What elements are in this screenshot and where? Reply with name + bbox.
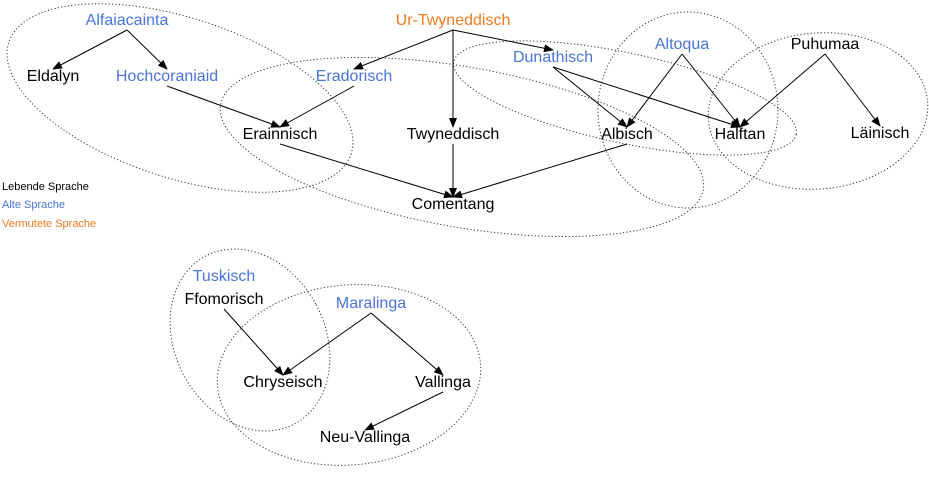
- node-halftan: Halftan: [715, 126, 766, 143]
- node-vallinga: Vallinga: [415, 374, 471, 391]
- nodes: Ur-Twyneddisch Alfaiacainta Eldalyn Hoch…: [27, 12, 910, 446]
- legend-living: Lebende Sprache: [2, 181, 89, 193]
- node-albisch: Albisch: [601, 126, 653, 143]
- node-comentang: Comentang: [412, 196, 495, 213]
- edge-albisch-to-comentang: [452, 143, 628, 199]
- node-maralinga: Maralinga: [336, 295, 406, 312]
- group-ellipse-puhumaa: [707, 32, 929, 190]
- node-lainisch: Läinisch: [851, 125, 910, 142]
- edge-puhumaa-to-halftan: [739, 53, 826, 128]
- edge-vallinga-to-neu_vallinga: [364, 391, 444, 431]
- edge-maralinga-to-chryseisch: [282, 312, 372, 376]
- node-puhumaa: Puhumaa: [791, 36, 860, 53]
- edge-hochcoraniaid-to-erainnisch: [166, 85, 281, 128]
- node-eradorisch: Eradorisch: [316, 68, 392, 85]
- node-erainnisch: Erainnisch: [243, 126, 318, 143]
- edges: [52, 29, 881, 431]
- edge-altoqua-to-halftan: [681, 53, 741, 128]
- node-altoqua: Altoqua: [655, 36, 709, 53]
- edge-maralinga-to-vallinga: [370, 312, 444, 376]
- group-ellipse-altoqua: [597, 11, 779, 209]
- node-twyneddisch: Twyneddisch: [407, 126, 500, 143]
- node-hochcoraniaid: Hochcoraniaid: [116, 68, 218, 85]
- edge-ur_twyneddisch-to-eradorisch: [353, 29, 454, 70]
- group-ellipse-alfaiacainta: [6, 3, 354, 193]
- edge-altoqua-to-albisch: [626, 53, 683, 128]
- node-chryseisch: Chryseisch: [243, 374, 322, 391]
- node-dunathisch: Dunathisch: [513, 49, 593, 66]
- node-tuskisch: Tuskisch: [193, 268, 256, 285]
- legend: Lebende Sprache Alte Sprache Vermutete S…: [2, 181, 96, 230]
- edge-alfaiacainta-to-hochcoraniaid: [126, 29, 168, 70]
- group-ellipse-maralinga: [216, 284, 482, 466]
- group-ellipse-tuskisch: [169, 248, 331, 432]
- node-eldalyn: Eldalyn: [27, 68, 79, 85]
- legend-old: Alte Sprache: [2, 199, 65, 211]
- node-neu-vallinga: Neu-Vallinga: [320, 429, 411, 446]
- node-alfaiacainta: Alfaiacainta: [86, 12, 169, 29]
- edge-puhumaa-to-lainisch: [824, 53, 881, 127]
- legend-presumed: Vermutete Sprache: [2, 218, 96, 230]
- edge-dunathisch-to-halftan: [552, 66, 741, 129]
- node-ffomorisch: Ffomorisch: [184, 291, 263, 308]
- node-ur-twyneddisch: Ur-Twyneddisch: [396, 12, 511, 29]
- group-ellipse-comentang: [219, 56, 705, 238]
- edge-alfaiacainta-to-eldalyn: [52, 29, 128, 70]
- group-ellipse-dunathisch: [453, 40, 797, 156]
- edge-ffomorisch-to-chryseisch: [223, 308, 284, 376]
- edge-dunathisch-to-albisch: [552, 66, 628, 128]
- edge-eradorisch-to-erainnisch: [279, 85, 355, 128]
- edge-ur_twyneddisch-to-dunathisch: [452, 29, 554, 53]
- edge-erainnisch-to-comentang: [279, 143, 454, 199]
